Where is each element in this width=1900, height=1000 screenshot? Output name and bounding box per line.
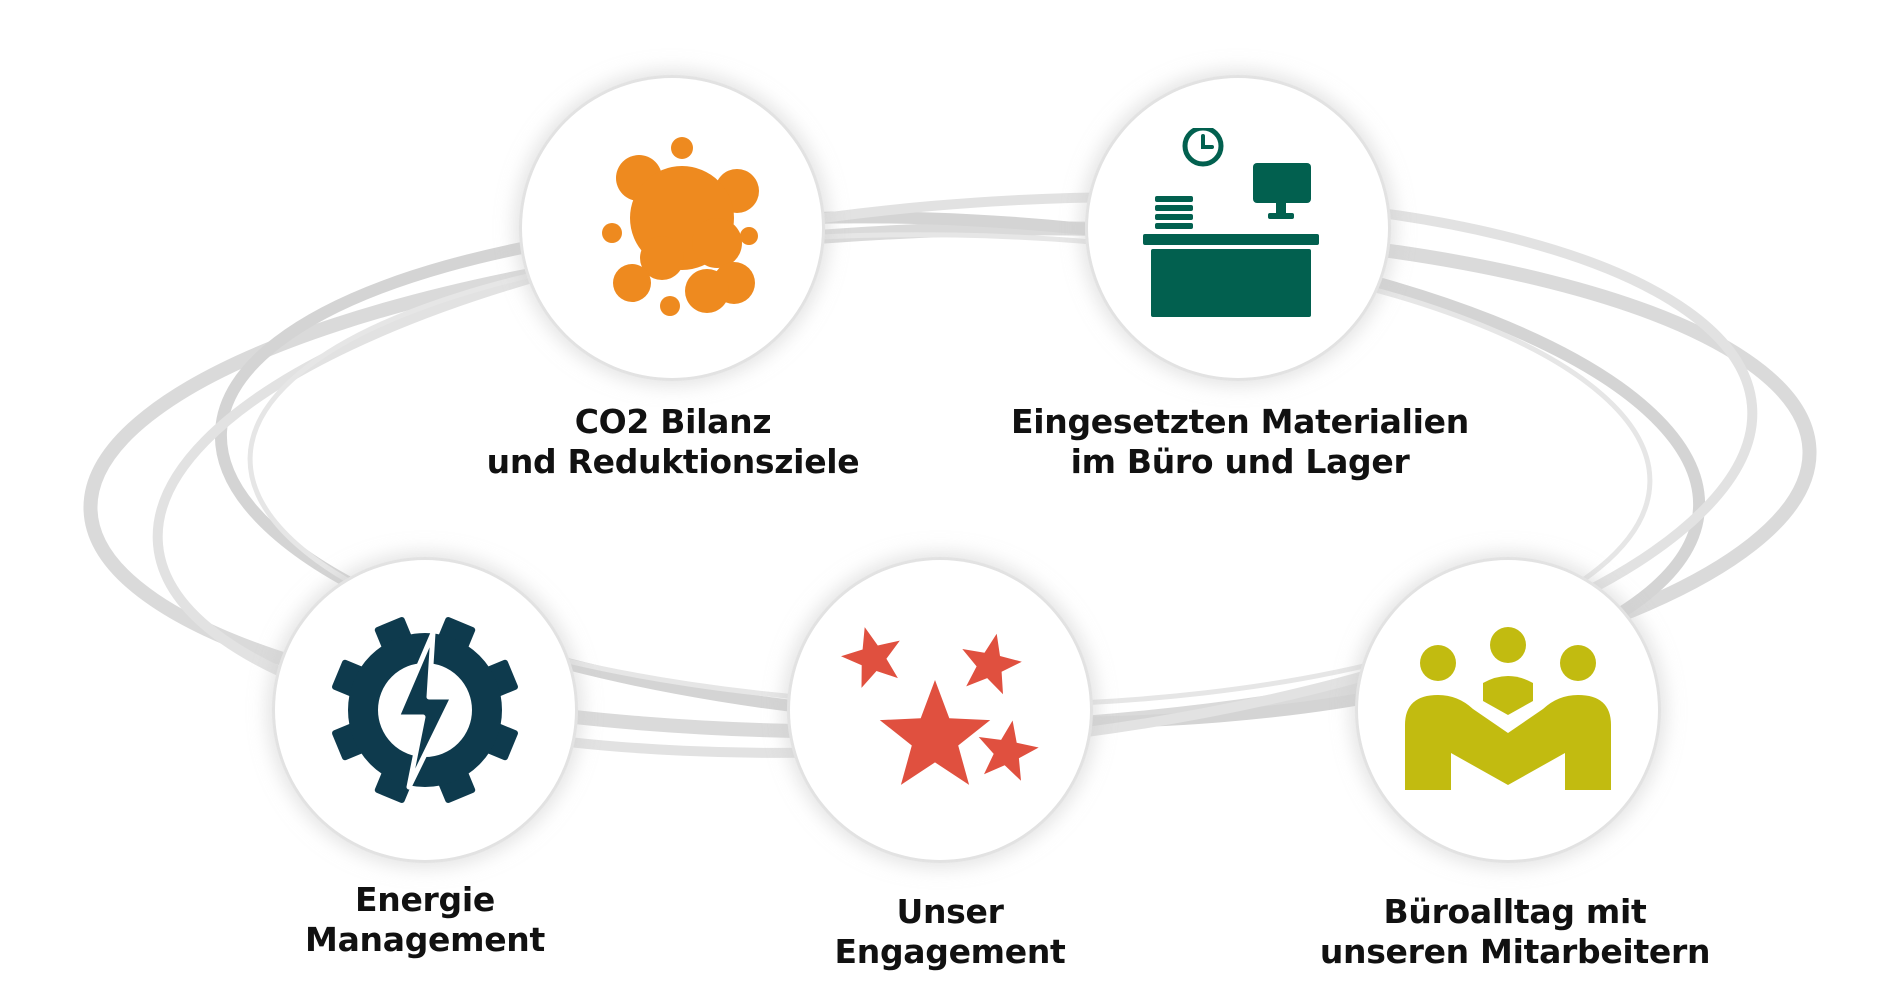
cloud-icon <box>602 137 759 316</box>
label-line: Energie <box>355 880 495 919</box>
label-line: Büroalltag mit <box>1383 892 1647 931</box>
node-engagement <box>790 560 1090 860</box>
star-shape <box>978 720 1039 781</box>
label-line: Unser <box>896 892 1004 931</box>
team-icon <box>1405 627 1611 790</box>
node-energy <box>275 560 575 860</box>
monitor-icon <box>1253 163 1311 203</box>
label-line: Management <box>305 920 545 959</box>
node-team <box>1358 560 1658 860</box>
label-co2: CO2 Bilanz und Reduktionsziele <box>413 402 933 482</box>
label-line: Engagement <box>834 932 1066 971</box>
star-shape <box>962 633 1022 695</box>
star-shape <box>879 680 991 785</box>
clock-icon <box>1182 128 1224 167</box>
office-desk-icon <box>1143 128 1319 317</box>
stars-group <box>841 627 1039 785</box>
node-office <box>1088 78 1388 378</box>
star-shape <box>841 627 900 688</box>
label-line: Eingesetzten Materialien <box>1011 402 1469 441</box>
lightning-bolt-icon <box>394 630 456 790</box>
label-line: unseren Mitarbeitern <box>1319 932 1711 971</box>
label-engagement: Unser Engagement <box>690 892 1210 972</box>
people-bodies <box>1405 695 1611 790</box>
label-line: und Reduktionsziele <box>486 442 860 481</box>
energy-gear-icon <box>332 617 518 803</box>
label-energy: Energie Management <box>165 880 685 960</box>
desk-top <box>1143 234 1319 245</box>
person-head-right <box>1560 645 1596 681</box>
paper-stack <box>1155 196 1193 202</box>
cloud-shape <box>602 137 759 316</box>
label-line: CO2 Bilanz <box>574 402 772 441</box>
label-team: Büroalltag mit unseren Mitarbeitern <box>1255 892 1775 972</box>
node-co2 <box>522 78 822 378</box>
person-head-left <box>1420 645 1456 681</box>
label-line: im Büro und Lager <box>1070 442 1410 481</box>
label-office: Eingesetzten Materialien im Büro und Lag… <box>980 402 1500 482</box>
person-head-center <box>1490 627 1526 663</box>
desk-body <box>1151 249 1311 317</box>
person-body-center <box>1483 676 1533 715</box>
stars-icon <box>841 627 1039 785</box>
